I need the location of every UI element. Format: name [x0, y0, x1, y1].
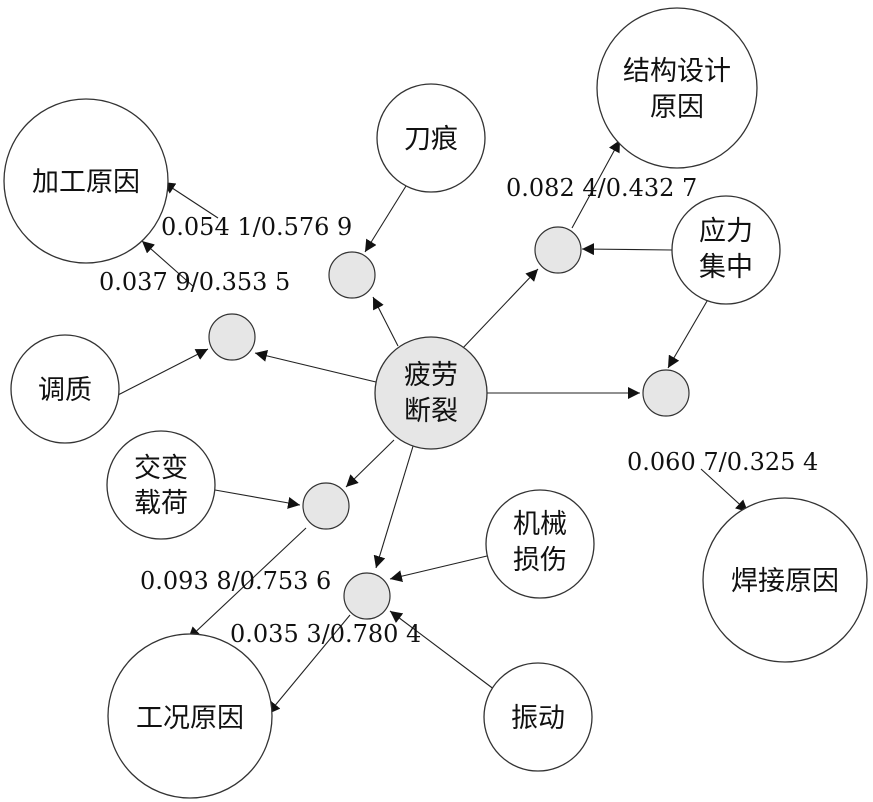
edge-stress-to-j-design: [581, 243, 673, 256]
edge-j-welding-to-welding: [700, 468, 749, 513]
edge-label-welding: 0.060 7/0.325 4: [627, 448, 818, 476]
edge-j-toolmark-to-machining: [162, 181, 219, 219]
node-stress-concentration-line1: 应力: [699, 216, 753, 247]
node-mechanical-damage: 机械 损伤: [485, 489, 595, 599]
node-machining-cause: 加工原因: [3, 98, 169, 264]
edge-labels: 0.054 1/0.576 9 0.037 9/0.353 5 0.082 4/…: [99, 174, 818, 648]
edge-label-working-condition-vibration: 0.035 3/0.780 4: [230, 620, 421, 648]
edge-load-to-j: [214, 489, 301, 509]
edge-temper-to-j: [117, 348, 209, 396]
node-quench-temper-label: 调质: [38, 375, 92, 406]
junction-welding: [642, 369, 690, 417]
edge-label-working-condition-load: 0.093 8/0.753 6: [140, 567, 331, 595]
node-mechanical-damage-line2: 损伤: [513, 545, 567, 576]
edge-mech-to-j: [389, 555, 488, 583]
edge-label-machining-tool-mark: 0.054 1/0.576 9: [161, 213, 352, 241]
edges: [117, 139, 749, 715]
edge-j-temper-to-machining: [141, 240, 195, 288]
node-quench-temper: 调质: [10, 334, 120, 444]
node-tool-mark: 刀痕: [376, 83, 486, 193]
junction-structural-design: [534, 226, 582, 274]
node-alternating-load-line2: 载荷: [134, 488, 188, 519]
edge-center-to-j-design: [460, 268, 539, 351]
edge-center-to-j-vibration: [373, 442, 415, 569]
node-fatigue-fracture: 疲劳 断裂: [374, 336, 488, 450]
node-machining-cause-label: 加工原因: [32, 167, 140, 198]
edge-j-vibration-to-working: [267, 614, 351, 715]
node-mechanical-damage-line1: 机械: [513, 509, 567, 540]
edge-center-to-j-temper: [254, 349, 377, 383]
junction-quench-temper: [208, 313, 256, 361]
node-welding-cause: 焊接原因: [702, 497, 868, 663]
edge-j-design-to-structural: [571, 139, 621, 229]
node-structural-design-cause-line1: 结构设计: [623, 56, 731, 87]
node-welding-cause-label: 焊接原因: [731, 566, 839, 597]
edge-vibration-to-j: [389, 610, 496, 691]
edge-toolmark-to-j: [364, 185, 407, 253]
node-alternating-load-line1: 交变: [134, 453, 188, 484]
node-stress-concentration: 应力 集中: [671, 195, 781, 305]
node-working-condition-cause: 工况原因: [107, 633, 273, 799]
node-alternating-load: 交变 载荷: [106, 430, 216, 540]
node-fatigue-fracture-line1: 疲劳: [404, 360, 458, 391]
node-tool-mark-label: 刀痕: [404, 124, 458, 155]
node-stress-concentration-line2: 集中: [699, 252, 753, 283]
edge-label-structural-design: 0.082 4/0.432 7: [506, 174, 697, 202]
node-working-condition-cause-label: 工况原因: [136, 703, 244, 734]
junction-alternating-load: [302, 482, 350, 530]
node-vibration: 振动: [483, 662, 593, 772]
junction-vibration: [343, 572, 391, 620]
edge-center-to-j-toolmark: [372, 296, 399, 347]
node-structural-design-cause: 结构设计 原因: [596, 7, 758, 169]
node-fatigue-fracture-line2: 断裂: [404, 396, 458, 427]
nodes: 疲劳 断裂 加工原因 刀痕 调质 交变 载荷 工况原因 机械 损伤: [3, 7, 868, 799]
junction-tool-mark: [328, 251, 376, 299]
node-structural-design-cause-line2: 原因: [650, 92, 704, 123]
edge-j-load-to-working: [187, 527, 307, 640]
edge-label-machining-quench-temper: 0.037 9/0.353 5: [99, 268, 290, 296]
edge-stress-to-j-welding: [667, 295, 711, 369]
edge-center-to-j-load: [345, 439, 395, 488]
node-vibration-label: 振动: [511, 703, 565, 734]
junctions: [208, 226, 690, 620]
